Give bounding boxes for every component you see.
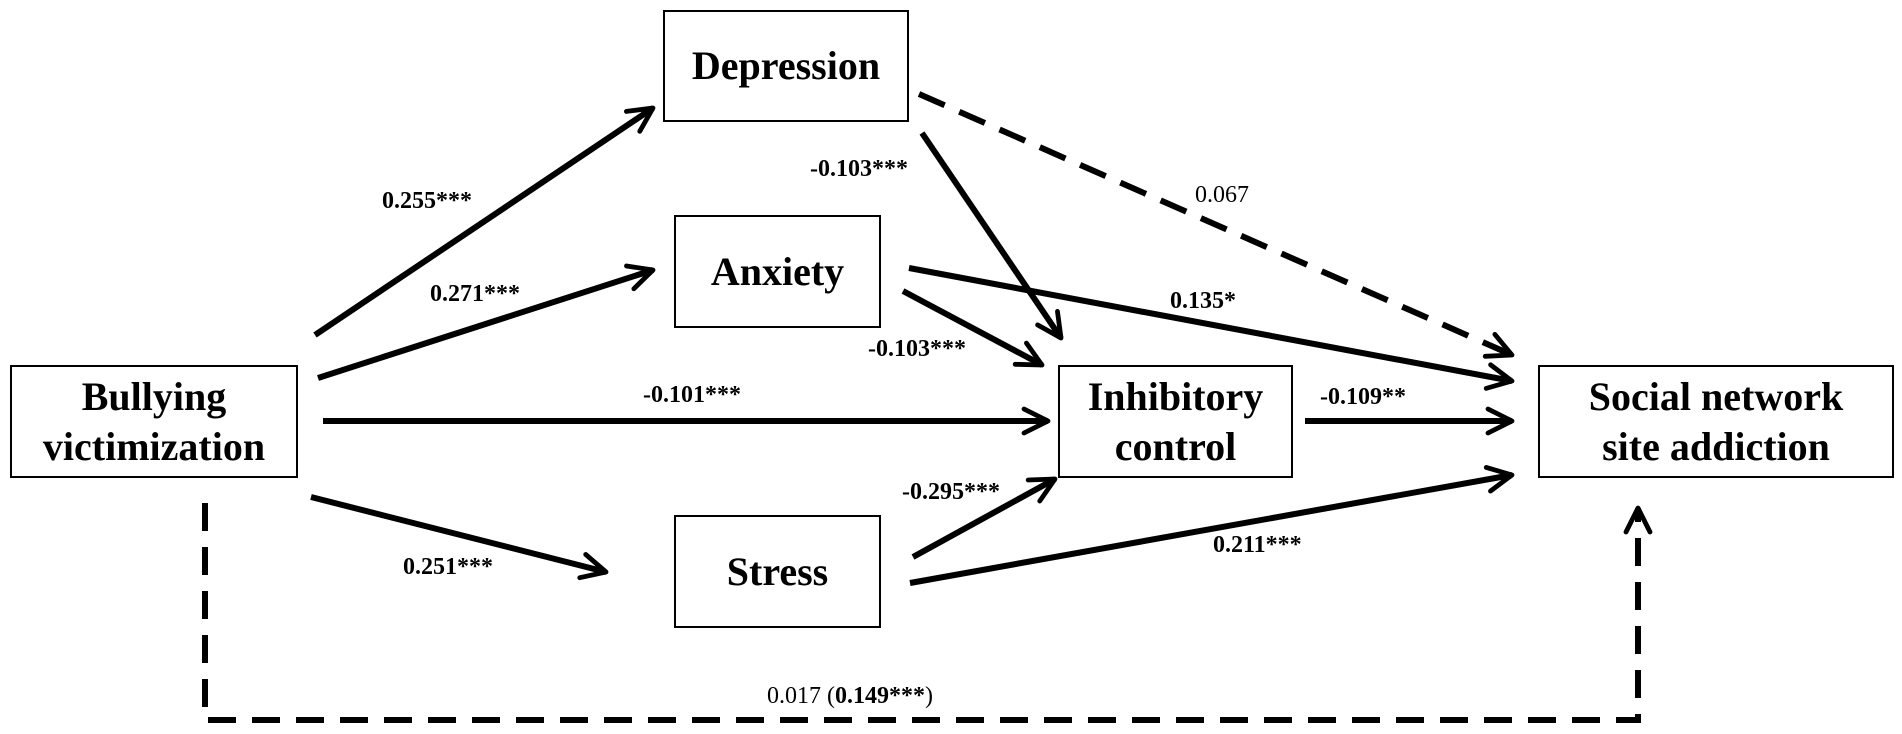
node-inhibitory-line1: Inhibitory xyxy=(1087,373,1264,419)
edge-depression-inhibitory xyxy=(919,131,1064,341)
label-bullying-sna: 0.017 (0.149***) xyxy=(767,683,933,709)
node-sna-line2: site addiction xyxy=(1602,423,1830,469)
edge-stress-sna xyxy=(909,465,1515,586)
label-bullying-depression: 0.255*** xyxy=(382,188,472,214)
edge-stress-inhibitory xyxy=(911,476,1058,560)
node-sna-line1: Social network xyxy=(1588,373,1844,419)
label-bullying-inhibitory: -0.101*** xyxy=(643,382,741,408)
node-anxiety-label: Anxiety xyxy=(710,248,845,294)
label-anxiety-inhibitory: -0.103*** xyxy=(868,336,966,362)
node-stress: Stress xyxy=(674,515,881,628)
label-bullying-anxiety: 0.271*** xyxy=(430,281,520,307)
node-bullying-line1: Bullying xyxy=(81,373,227,419)
label-anxiety-sna: 0.135* xyxy=(1170,288,1236,314)
edge-bullying-sna-direct xyxy=(202,503,1653,723)
node-bullying-line2: victimization xyxy=(42,423,266,469)
label-depression-inhibitory: -0.103*** xyxy=(810,156,908,182)
edge-bullying-depression xyxy=(313,105,656,338)
node-depression-label: Depression xyxy=(691,43,881,88)
label-stress-inhibitory: -0.295*** xyxy=(902,479,1000,505)
edge-bullying-stress xyxy=(310,494,609,581)
label-inhibitory-sna: -0.109** xyxy=(1320,384,1406,410)
node-bullying-victimization: Bullying victimization xyxy=(10,365,298,478)
label-bullying-sna-total: 0.149*** xyxy=(835,683,925,709)
label-depression-sna: 0.067 xyxy=(1195,182,1249,208)
label-stress-sna: 0.211*** xyxy=(1213,532,1302,558)
node-social-network-site-addiction: Social network site addiction xyxy=(1538,365,1894,478)
edge-anxiety-inhibitory xyxy=(901,288,1045,368)
node-depression: Depression xyxy=(663,10,909,122)
node-stress-label: Stress xyxy=(726,548,829,594)
label-bullying-stress: 0.251*** xyxy=(403,554,493,580)
edge-anxiety-sna xyxy=(908,265,1515,391)
label-bullying-sna-direct: 0.017 xyxy=(767,683,821,709)
node-inhibitory-line2: control xyxy=(1114,423,1237,469)
node-anxiety: Anxiety xyxy=(674,215,881,328)
edge-depression-sna xyxy=(917,91,1515,359)
edge-bullying-anxiety xyxy=(317,263,656,381)
node-inhibitory-control: Inhibitory control xyxy=(1058,365,1293,478)
